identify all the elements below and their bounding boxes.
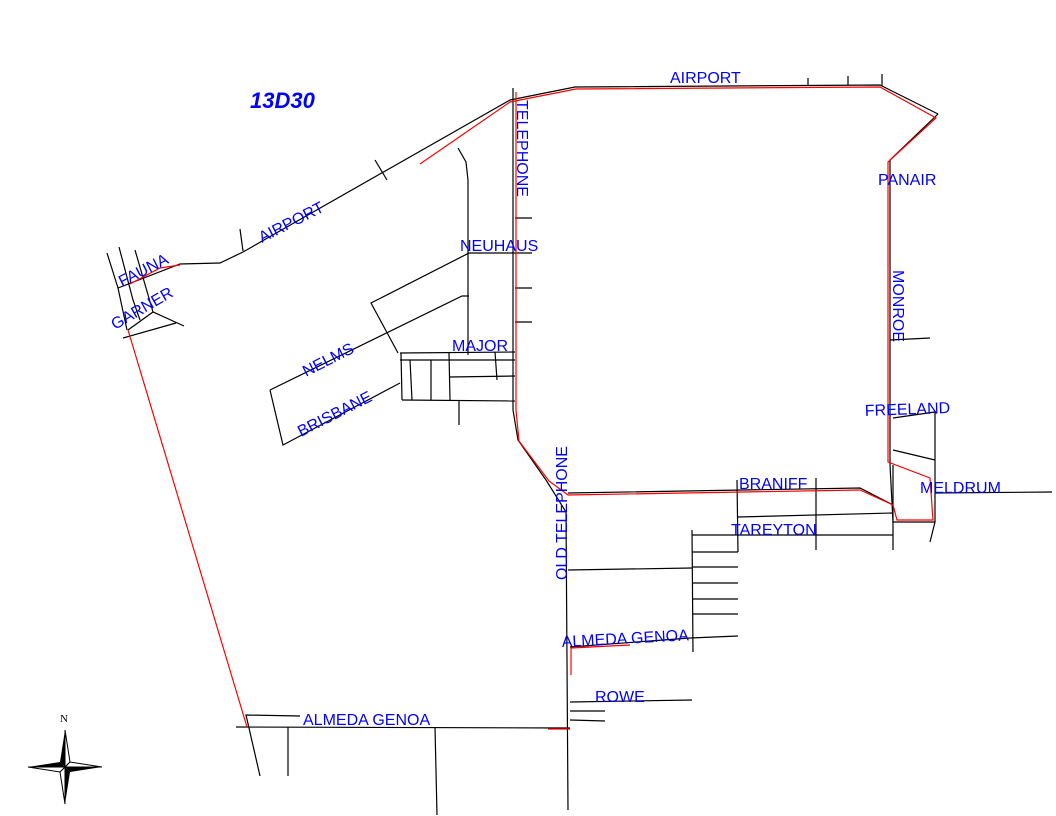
- street-label-major: MAJOR: [452, 338, 508, 355]
- nelms-road: [269, 295, 469, 391]
- rowe-road: [569, 699, 693, 703]
- garner-road: [127, 311, 185, 331]
- airport-road: [117, 84, 939, 289]
- street-segment: [494, 351, 498, 381]
- street-segment: [737, 512, 894, 518]
- street-label-airport: AIRPORT: [256, 199, 327, 246]
- almeda-genoa-east-road: [569, 635, 739, 648]
- street-label-airport: AIRPORT: [670, 70, 741, 87]
- street-segment: [245, 714, 301, 777]
- street-segment: [448, 375, 516, 378]
- street-label-braniff: BRANIFF: [739, 476, 808, 493]
- street-label-panair: PANAIR: [878, 172, 936, 189]
- compass-rose-icon: N: [27, 713, 103, 805]
- street-label-brisbane: BRISBANE: [295, 389, 375, 441]
- street-segment: [567, 567, 693, 571]
- street-segment: [448, 352, 451, 401]
- brisbane-road: [269, 382, 401, 446]
- street-segment: [457, 147, 469, 355]
- street-network: [106, 74, 1053, 816]
- street-segment: [736, 479, 739, 553]
- street-label-almeda-genoa: ALMEDA GENOA: [303, 712, 430, 729]
- street-label-rowe: ROWE: [595, 689, 645, 706]
- route-line: [127, 329, 248, 728]
- route-line: [419, 86, 938, 521]
- map-title: 13D30: [250, 88, 316, 113]
- street-segment: [434, 726, 438, 816]
- almeda-genoa-south-road: [235, 726, 571, 729]
- fauna-road: [106, 252, 128, 331]
- street-segment: [374, 159, 388, 181]
- street-labels: 13D30 AIRPORT AIRPORT TELEPHONE PANAIR N…: [109, 70, 1001, 729]
- street-segment: [569, 719, 606, 722]
- street-segment: [889, 337, 931, 341]
- street-segment: [399, 351, 516, 354]
- street-label-monroe: MONROE: [889, 270, 906, 342]
- street-segment: [118, 246, 141, 321]
- highlighted-route: [127, 86, 938, 730]
- street-segment: [400, 352, 403, 401]
- street-label-old-telephone: OLD TELEPHONE: [554, 446, 571, 580]
- meldrum-road: [934, 491, 1053, 494]
- freeland-road: [892, 411, 936, 522]
- street-segment: [409, 359, 413, 401]
- street-segment: [122, 322, 177, 339]
- route-line: [129, 264, 181, 285]
- street-segment: [691, 529, 694, 653]
- street-segment: [239, 228, 244, 252]
- braniff-road: [567, 487, 894, 506]
- street-label-neuhaus: NEUHAUS: [460, 238, 538, 255]
- street-label-freeland: FREELAND: [865, 400, 951, 420]
- street-label-nelms: NELMS: [300, 340, 357, 380]
- street-segment: [892, 449, 936, 461]
- neuhaus-road: [370, 252, 532, 354]
- route-line: [570, 644, 631, 675]
- telephone-road: [512, 88, 569, 811]
- compass-north-label: N: [60, 713, 68, 725]
- street-label-telephone: TELEPHONE: [513, 100, 530, 197]
- street-label-tareyton: TAREYTON: [731, 522, 817, 539]
- street-segment: [134, 249, 154, 313]
- street-label-meldrum: MELDRUM: [920, 480, 1001, 497]
- street-label-almeda-genoa: ALMEDA GENOA: [561, 627, 689, 651]
